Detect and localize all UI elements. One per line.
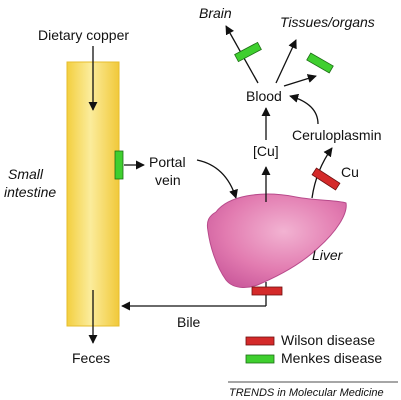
tissues-organs-label: Tissues/organs bbox=[280, 14, 375, 30]
vein-label: vein bbox=[155, 172, 181, 188]
ceruloplasmin-to-blood-arrow bbox=[289, 93, 319, 125]
brain-menkes-marker bbox=[234, 41, 262, 63]
ceruloplasmin-label: Ceruloplasmin bbox=[292, 127, 381, 143]
small-label: Small bbox=[8, 166, 44, 182]
blood-to-tissues-arrow-1 bbox=[275, 39, 297, 84]
ceruloplasmin-wilson-marker bbox=[311, 167, 341, 191]
legend-menkes-label: Menkes disease bbox=[281, 350, 382, 366]
bile-label: Bile bbox=[177, 314, 201, 330]
tissues-menkes-marker bbox=[306, 52, 334, 74]
portal-label: Portal bbox=[149, 154, 186, 170]
legend-wilson-swatch bbox=[245, 336, 275, 346]
intestine-label: intestine bbox=[4, 184, 56, 200]
cu-label: Cu bbox=[341, 164, 359, 180]
brain-label: Brain bbox=[199, 5, 232, 21]
liver-shape bbox=[206, 193, 347, 288]
blood-label: Blood bbox=[246, 88, 282, 104]
portal-to-liver-arrow bbox=[196, 159, 238, 199]
legend-wilson-label: Wilson disease bbox=[281, 332, 375, 348]
legend-menkes-swatch bbox=[245, 354, 275, 364]
blood-to-tissues-arrow-2 bbox=[283, 74, 317, 87]
liver-label: Liver bbox=[312, 247, 344, 263]
dietary-copper-label: Dietary copper bbox=[38, 27, 129, 43]
credit-text: TRENDS in Molecular Medicine bbox=[229, 387, 384, 399]
feces-label: Feces bbox=[72, 350, 110, 366]
legend: Wilson disease Menkes disease bbox=[245, 332, 382, 366]
bile-wilson-marker bbox=[251, 286, 283, 296]
intestine-menkes-marker bbox=[114, 150, 124, 180]
cu-bracket-label: [Cu] bbox=[253, 143, 279, 159]
